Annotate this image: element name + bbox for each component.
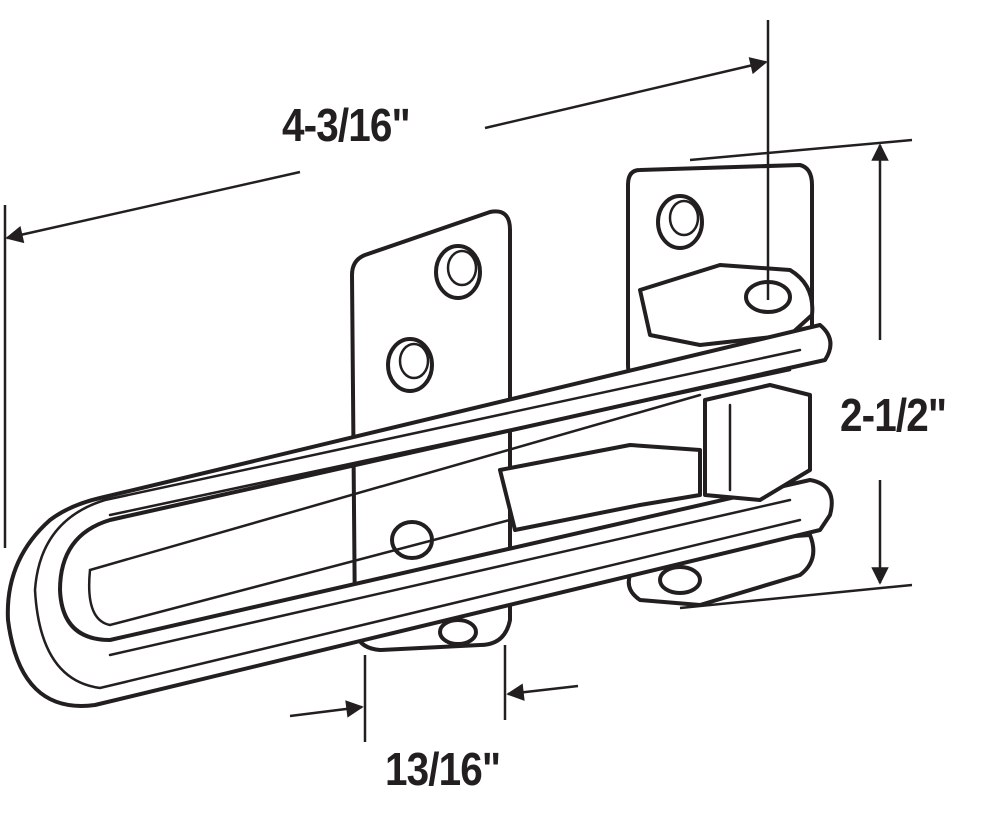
length-dimension-label: 4-3/16" [282, 99, 411, 151]
guard-loop-arm [5, 323, 834, 708]
dimension-lines [3, 20, 913, 742]
plate-width-dimension-label: 13/16" [385, 743, 501, 795]
right-bracket [626, 163, 816, 607]
height-dimension-label: 2-1/2" [840, 389, 947, 441]
